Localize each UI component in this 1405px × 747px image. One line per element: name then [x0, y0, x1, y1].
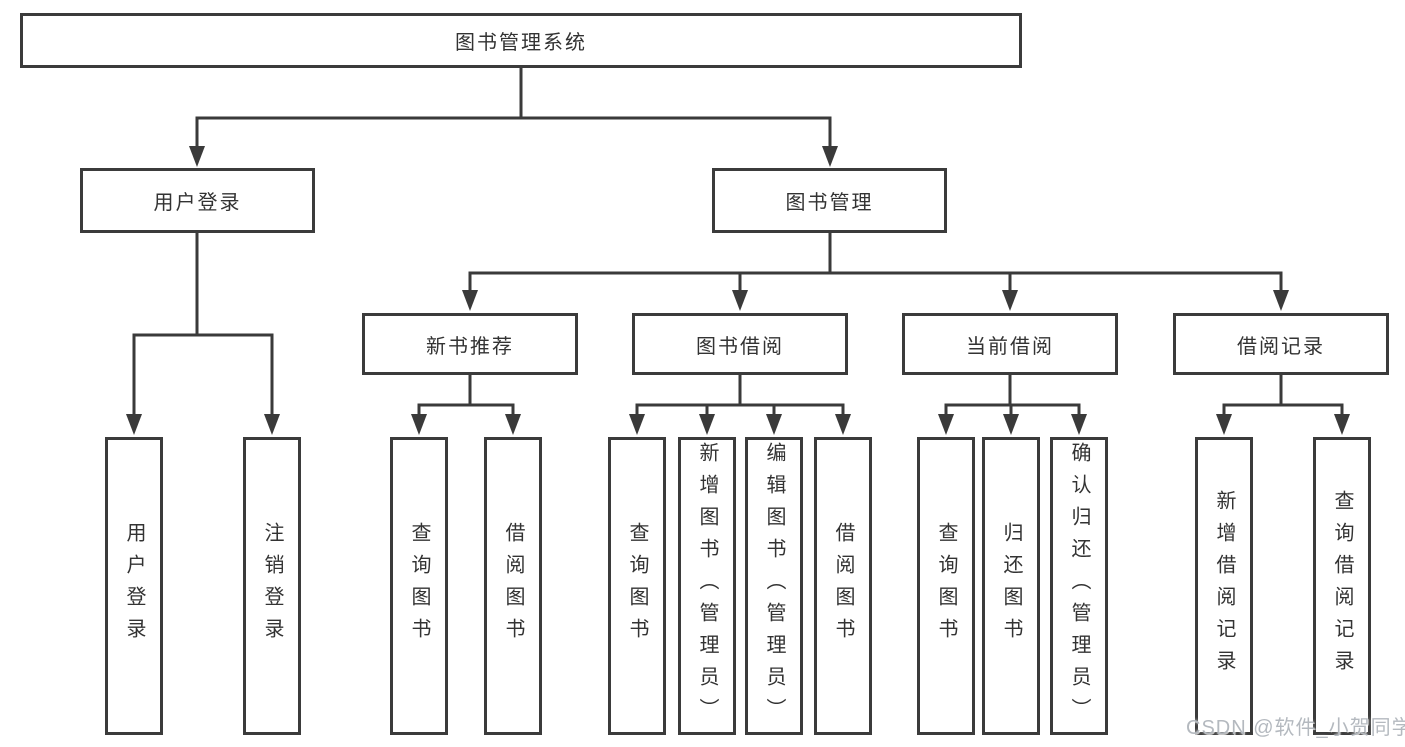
- leaf-return-books: 归还图书: [982, 437, 1040, 735]
- leaf-borrow-query-books: 查询图书: [608, 437, 666, 735]
- leaf-recommend-borrow-books: 借阅图书: [484, 437, 542, 735]
- node-user-login: 用户登录: [80, 168, 315, 233]
- leaf-add-borrow-record: 新增借阅记录: [1195, 437, 1253, 735]
- root-box-library-system: 图书管理系统: [20, 13, 1022, 68]
- leaf-query-borrow-record: 查询借阅记录: [1313, 437, 1371, 735]
- node-borrow-records: 借阅记录: [1173, 313, 1389, 375]
- leaf-edit-books-admin: 编辑图书（管理员）: [745, 437, 803, 735]
- node-book-management: 图书管理: [712, 168, 947, 233]
- node-current-borrow: 当前借阅: [902, 313, 1118, 375]
- leaf-borrow-books: 借阅图书: [814, 437, 872, 735]
- arrowheads: [126, 146, 1350, 435]
- leaf-current-query-books: 查询图书: [917, 437, 975, 735]
- node-new-book-recommend: 新书推荐: [362, 313, 578, 375]
- node-book-borrow: 图书借阅: [632, 313, 848, 375]
- leaf-recommend-query-books: 查询图书: [390, 437, 448, 735]
- leaf-logout-login: 注销登录: [243, 437, 301, 735]
- leaf-confirm-return-admin: 确认归还（管理员）: [1050, 437, 1108, 735]
- leaf-add-books-admin: 新增图书（管理员）: [678, 437, 736, 735]
- csdn-watermark: CSDN @软件_小贺同学: [1186, 717, 1405, 739]
- leaf-user-login: 用户登录: [105, 437, 163, 735]
